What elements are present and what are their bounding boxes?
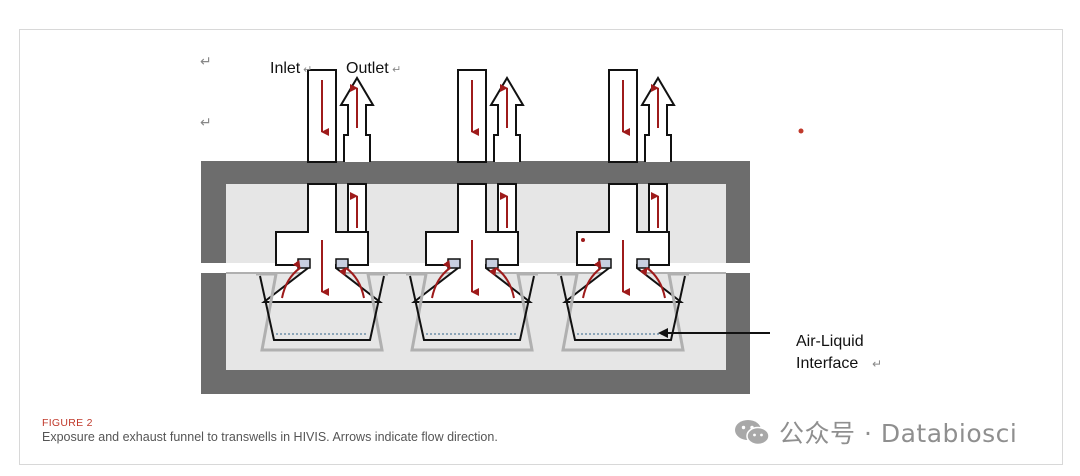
transwell-insert-wall	[406, 272, 538, 352]
transwell-unit-1	[256, 69, 388, 352]
interface-label-line1: Air-Liquid	[796, 333, 864, 350]
watermark-text: 公众号 · Databiosci	[779, 419, 1018, 448]
return-mark: ↵	[392, 63, 401, 76]
flow-arrow-right	[338, 267, 365, 299]
transwell-unit-2	[406, 69, 538, 352]
return-mark: ↵	[303, 63, 312, 76]
flow-arrow-right	[639, 267, 666, 299]
seal-right	[636, 258, 650, 269]
seal-left	[297, 258, 311, 269]
flow-arrow-left	[582, 259, 602, 299]
transwell-well	[259, 275, 385, 341]
watermark: 公众号 · Databiosci	[733, 414, 1017, 450]
outlet-label: Outlet	[346, 60, 389, 77]
return-mark: ↵	[872, 357, 882, 371]
flow-arrow-right	[488, 267, 515, 299]
flow-arrow-left	[431, 259, 451, 299]
seal-left	[447, 258, 461, 269]
housing-gap-left	[201, 263, 226, 273]
return-mark: ↵	[200, 54, 212, 70]
inlet-label: Inlet	[270, 60, 301, 77]
figure-caption: Exposure and exhaust funnel to transwell…	[42, 430, 498, 444]
seal-right	[485, 258, 499, 269]
seal-left	[598, 258, 612, 269]
figure-label: FIGURE 2	[42, 417, 93, 429]
interface-label-line2: Interface	[796, 355, 858, 372]
seal-right	[335, 258, 349, 269]
flow-arrow-left	[281, 259, 301, 299]
transwell-well	[560, 275, 686, 341]
housing-gap-right	[726, 263, 750, 273]
wechat-icon	[735, 420, 770, 446]
transwell-insert-wall	[557, 272, 689, 352]
transwell-unit-3	[557, 69, 689, 352]
red-dot	[581, 238, 585, 242]
transwell-well	[409, 275, 535, 341]
transwell-insert-wall	[256, 272, 388, 352]
return-mark: ↵	[200, 115, 212, 131]
stray-dot	[798, 128, 804, 134]
